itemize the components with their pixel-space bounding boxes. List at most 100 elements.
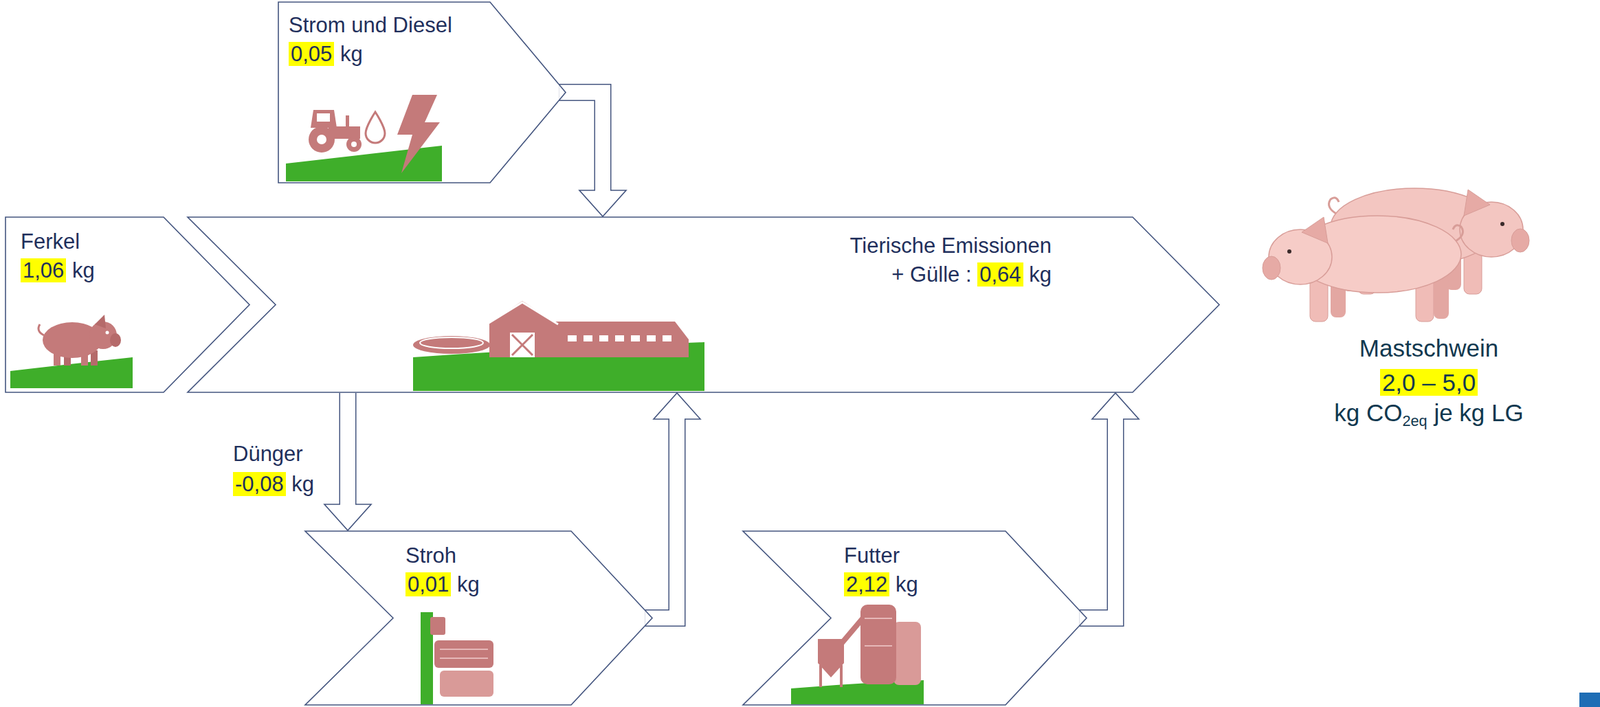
arrow-shaft xyxy=(559,92,603,192)
unit-text: kg CO xyxy=(1334,399,1403,427)
silo xyxy=(860,604,897,685)
input-box: Futter2,12kg xyxy=(742,530,1088,706)
pig-snout xyxy=(1511,228,1530,253)
pig-ear xyxy=(1301,217,1328,244)
tractor-hub xyxy=(316,134,327,145)
fattening-pig xyxy=(1262,215,1463,322)
box-title: Strom und Diesel xyxy=(288,13,453,38)
piglet-tail xyxy=(38,324,44,336)
flow-arrow xyxy=(324,393,372,531)
pig-leg xyxy=(1433,276,1449,319)
unit-text: kg xyxy=(72,258,95,283)
silo xyxy=(893,621,921,686)
tractor-exhaust xyxy=(345,115,350,128)
label-line: Mastschwein xyxy=(1260,334,1598,363)
text-line: 0,05kg xyxy=(288,39,453,69)
text-block: Futter2,12kg xyxy=(843,541,919,600)
text-line: Ferkel xyxy=(20,227,95,257)
arrow-shape xyxy=(187,217,1220,393)
box-subtitle: + Gülle : xyxy=(891,262,972,287)
unit-text: kg xyxy=(895,572,919,597)
label-line: 2,0 – 5,0 xyxy=(1260,368,1598,398)
pig-eye xyxy=(1287,249,1292,254)
arrow-shape xyxy=(305,531,653,706)
arrow-shape xyxy=(742,531,1087,706)
straw-fork xyxy=(430,617,446,636)
text-line: + Gülle :0,64kg xyxy=(850,260,1052,290)
straw-bale xyxy=(434,640,494,669)
arrow-head xyxy=(1092,393,1139,420)
text-line: 1,06kg xyxy=(20,256,95,286)
output-title: Mastschwein xyxy=(1359,334,1499,362)
text-block: Tierische Emissionen+ Gülle :0,64kg xyxy=(850,231,1052,290)
barn-icon xyxy=(413,301,705,392)
arrow-shaft-outline xyxy=(645,419,677,619)
unit-text: kg xyxy=(1028,262,1052,287)
flow-label: Dünger xyxy=(232,441,304,466)
tractor-window xyxy=(316,113,330,122)
barn-door-cross xyxy=(512,334,533,356)
unit-text: kg xyxy=(340,41,363,66)
straw-bale xyxy=(439,670,494,697)
piglet-icon xyxy=(10,314,133,389)
fuel-drop xyxy=(365,112,385,143)
barn-roof-line xyxy=(486,302,559,325)
box-title: Tierische Emissionen xyxy=(850,233,1052,258)
barn-door xyxy=(509,332,535,358)
text-line: 0,01kg xyxy=(405,570,480,600)
piglet-eye xyxy=(105,331,110,335)
emission-value: -0,08 xyxy=(232,472,286,497)
tractor-hub xyxy=(351,141,357,148)
silo-bands xyxy=(864,618,893,647)
box-outline xyxy=(742,530,1088,706)
input-box: Strom und Diesel0,05kg xyxy=(277,1,567,184)
pig-eye xyxy=(1500,221,1505,227)
emission-value: 0,64 xyxy=(977,262,1023,287)
label-line: -0,08kg xyxy=(232,470,337,499)
piglet-ear xyxy=(94,314,106,329)
text-block: Stroh0,01kg xyxy=(405,541,480,600)
flow-label-box: Dünger xyxy=(232,439,304,469)
arrow-shaft xyxy=(340,393,356,505)
slurry-tank xyxy=(413,336,491,354)
barn-window xyxy=(599,335,609,342)
box-title: Futter xyxy=(843,543,900,568)
lightning-bolt xyxy=(397,94,440,174)
pig-ear xyxy=(1463,189,1491,216)
tractor-cab xyxy=(310,109,337,128)
energy-icons xyxy=(285,94,442,182)
unit-text: kg xyxy=(291,472,315,497)
barn-windows xyxy=(567,335,672,342)
arrow-shape xyxy=(5,217,250,393)
flow-arrow xyxy=(559,92,627,218)
arrow-shape xyxy=(278,2,566,183)
arrow-shaft xyxy=(1079,419,1116,619)
flow-arrow xyxy=(1079,393,1139,619)
text-line: 2,12kg xyxy=(843,570,919,600)
arrow-head xyxy=(579,190,627,217)
text-line: Stroh xyxy=(405,541,480,571)
text-line: Futter xyxy=(843,541,919,571)
barn-window xyxy=(630,335,640,342)
emission-value: 0,01 xyxy=(405,572,451,597)
arrow-head xyxy=(653,393,701,420)
box-outline xyxy=(186,216,1220,394)
tractor-wheel xyxy=(346,136,362,152)
text-block: Strom und Diesel0,05kg xyxy=(288,10,453,69)
tractor-wheel xyxy=(308,126,335,153)
box-title: Stroh xyxy=(405,543,457,568)
arrow-shaft-outline xyxy=(559,92,603,192)
unit-text: je kg LG xyxy=(1433,399,1524,427)
unit-text: kg xyxy=(457,572,480,597)
logo-mark xyxy=(1579,692,1600,707)
barn-window xyxy=(615,335,625,342)
slurry-tank-rim xyxy=(419,337,484,349)
unit-subscript: 2eq xyxy=(1402,412,1427,430)
emission-value: 1,06 xyxy=(20,258,66,283)
arrow-shaft-outline xyxy=(1079,419,1116,619)
box-title: Ferkel xyxy=(20,229,80,254)
feed-silo-icon xyxy=(791,604,924,705)
barn-window xyxy=(646,335,656,342)
emission-value: 0,05 xyxy=(288,41,335,66)
